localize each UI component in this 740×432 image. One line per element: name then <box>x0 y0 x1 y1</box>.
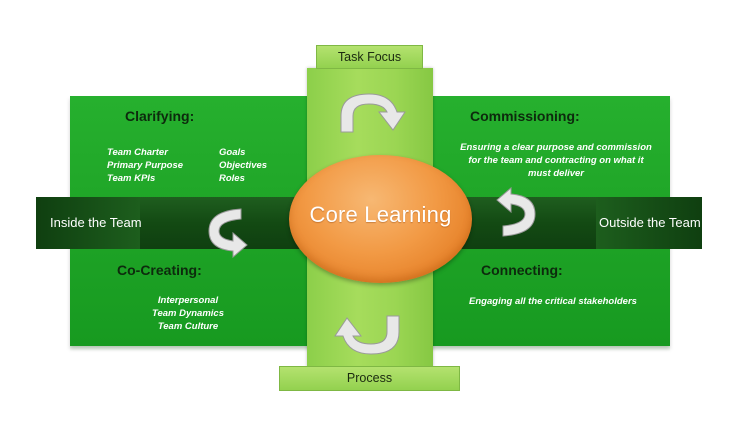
co-creating-list: Interpersonal Team Dynamics Team Culture <box>140 294 236 333</box>
curved-arrow-icon <box>340 93 406 133</box>
clarifying-right-list: Goals Objectives Roles <box>219 146 267 185</box>
connecting-heading: Connecting: <box>481 262 563 278</box>
inside-team-label: Inside the Team <box>50 215 142 230</box>
text-line: must deliver <box>528 168 584 179</box>
list-item: Objectives <box>219 160 268 171</box>
outside-team-label: Outside the Team <box>599 215 701 230</box>
text-line: Engaging all the critical stakeholders <box>469 296 637 307</box>
process-tab: Process <box>279 366 460 391</box>
list-item: Goals <box>219 147 246 158</box>
list-item: Primary Purpose <box>107 160 184 171</box>
connecting-text: Engaging all the critical stakeholders <box>446 295 660 308</box>
curved-arrow-icon <box>208 208 248 259</box>
band-left-cap <box>36 197 140 249</box>
core-learning-ellipse: Core Learning <box>289 155 472 283</box>
list-item: Team Dynamics <box>152 308 224 319</box>
task-focus-tab: Task Focus <box>316 45 423 69</box>
list-item: Team KPIs <box>107 173 156 184</box>
commissioning-heading: Commissioning: <box>470 108 580 124</box>
text-line: Ensuring a clear purpose and commission <box>460 142 652 153</box>
clarifying-heading: Clarifying: <box>125 108 195 124</box>
curved-arrow-icon <box>334 315 400 355</box>
text-line: for the team and contracting on what it <box>468 155 644 166</box>
list-item: Team Charter <box>107 147 168 158</box>
co-creating-heading: Co-Creating: <box>117 262 202 278</box>
clarifying-left-list: Team Charter Primary Purpose Team KPIs <box>107 146 183 185</box>
band-right-cap <box>596 197 702 249</box>
commissioning-text: Ensuring a clear purpose and commission … <box>442 141 670 180</box>
list-item: Team Culture <box>157 321 219 332</box>
process-label: Process <box>346 371 393 385</box>
core-learning-label: Core Learning <box>309 202 452 227</box>
curved-arrow-icon <box>496 186 536 237</box>
list-item: Roles <box>219 173 245 184</box>
task-focus-label: Task Focus <box>337 50 402 64</box>
list-item: Interpersonal <box>157 295 219 306</box>
